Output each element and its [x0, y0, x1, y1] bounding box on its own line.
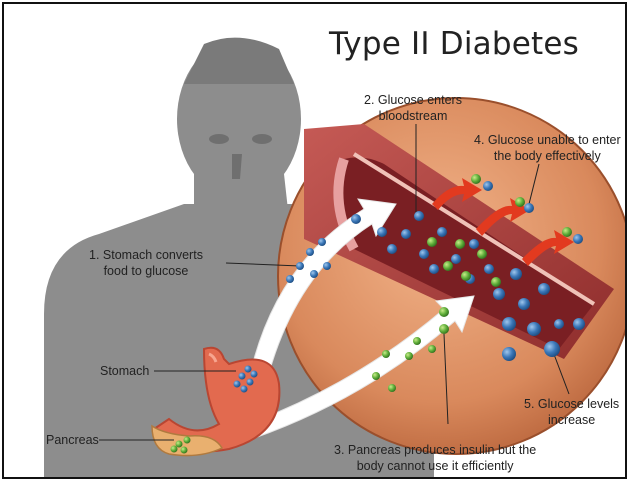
- label-step-1: 1. Stomach converts food to glucose: [89, 247, 203, 279]
- label-step-4: 4. Glucose unable to enter the body effe…: [474, 132, 621, 164]
- label-step-2: 2. Glucose enters bloodstream: [364, 92, 462, 124]
- label-pancreas: Pancreas: [46, 432, 99, 448]
- label-step-5: 5. Glucose levels increase: [524, 396, 619, 428]
- label-step-3: 3. Pancreas produces insulin but the bod…: [334, 442, 536, 474]
- label-stomach: Stomach: [100, 363, 149, 379]
- page-title: Type II Diabetes: [329, 26, 579, 62]
